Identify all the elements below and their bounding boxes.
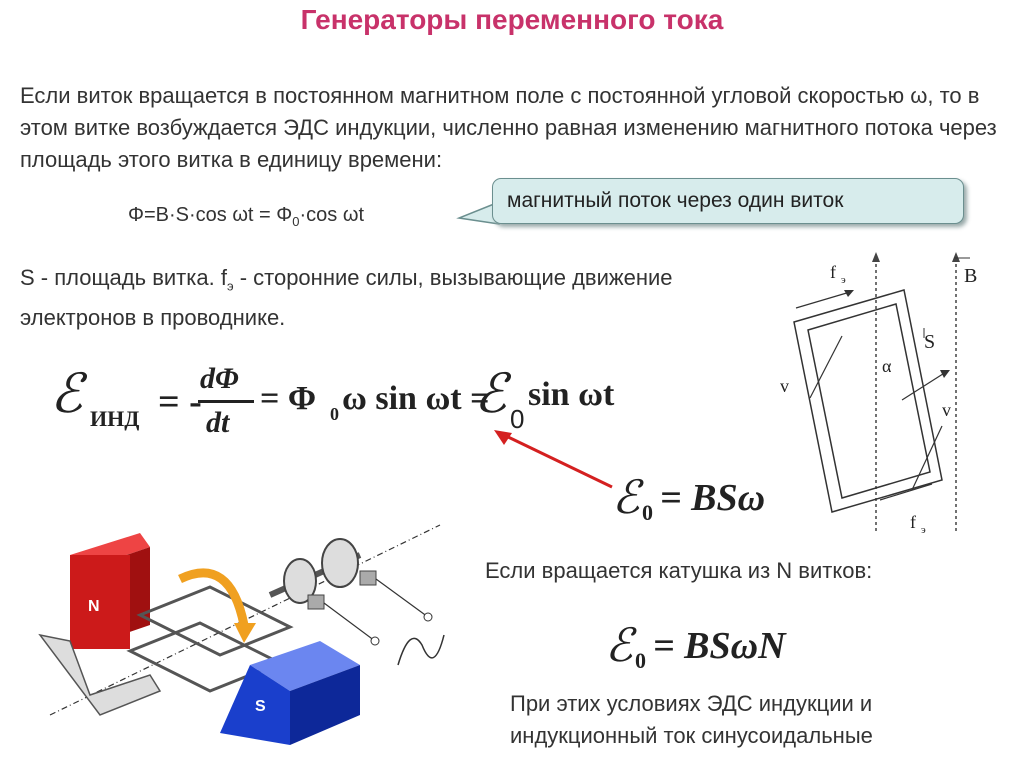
- generator-illustration: N S: [38, 524, 445, 745]
- emf-middle-sub: 0: [330, 404, 339, 424]
- amplitude-formula: ℰ 0 = BSω: [612, 470, 812, 530]
- amplitude-n-sub: 0: [635, 648, 646, 673]
- emf-middle: = Φ: [260, 380, 317, 417]
- definition-sub: э: [226, 278, 234, 294]
- amplitude-sub: 0: [642, 500, 653, 525]
- label-B: B: [964, 265, 977, 287]
- label-f-bottom: f: [910, 512, 916, 532]
- label-f-top-sub: э: [841, 274, 846, 286]
- magnet-N-label: N: [88, 598, 100, 615]
- intro-paragraph: Если виток вращается в постоянном магнит…: [20, 83, 997, 172]
- amplitude-n-rhs: = BSωN: [653, 625, 786, 667]
- label-v-left: v: [780, 376, 789, 396]
- fraction-bar: [198, 400, 254, 403]
- emf-numerator: dΦ: [200, 362, 239, 395]
- flux-formula: Φ=B·S·cos ωt = Φ0·cos ωt: [128, 204, 364, 229]
- amplitude-n-symbol: ℰ: [605, 620, 633, 671]
- magnet-S-label: S: [255, 698, 266, 715]
- flux-formula-sub: 0: [292, 214, 300, 229]
- definition-rest: - сторонние силы, вызывающие движение эл…: [20, 265, 673, 331]
- emf-equation: ℰ ИНД = - dΦ dt = Φ 0 ω sin ωt = ℰ 0 sin…: [50, 362, 670, 452]
- label-f-top: f: [830, 262, 836, 282]
- emf-sub: ИНД: [90, 406, 140, 431]
- emf-symbol-2: ℰ: [474, 364, 507, 424]
- emf-tail: sin ωt: [528, 376, 615, 413]
- emf-equals-minus: = -: [158, 381, 202, 423]
- flux-formula-right: ·cos ωt: [299, 204, 364, 226]
- amplitude-n-formula: ℰ 0 = BSωN: [605, 618, 855, 678]
- coil-text: Если вращается катушка из N витков:: [485, 558, 873, 583]
- emf-sub-2: 0: [510, 404, 525, 434]
- flux-formula-left: Φ=B·S·cos ωt = Φ: [128, 204, 293, 226]
- red-arrow: [494, 430, 613, 489]
- definition-paragraph: S - площадь витка. fэ - сторонние силы, …: [20, 262, 720, 334]
- amplitude-rhs: = BSω: [660, 477, 766, 519]
- emf-denominator: dt: [206, 406, 230, 439]
- callout-box: магнитный поток через один виток: [492, 178, 964, 224]
- emf-middle-rest: ω sin ωt =: [342, 380, 490, 417]
- label-S: S: [924, 331, 935, 353]
- definition-text: S - площадь витка. f: [20, 265, 227, 290]
- amplitude-symbol: ℰ: [612, 472, 640, 523]
- label-v-right: v: [942, 400, 951, 420]
- label-f-bottom-sub: э: [921, 524, 926, 536]
- page-title: Генераторы переменного тока: [300, 4, 724, 35]
- label-alpha: α: [882, 356, 892, 376]
- conclusion-text: При этих условиях ЭДС индукции и индукци…: [510, 691, 873, 748]
- emf-symbol: ℰ: [50, 364, 83, 424]
- coil-diagram: B f э S α v v f э: [780, 252, 977, 536]
